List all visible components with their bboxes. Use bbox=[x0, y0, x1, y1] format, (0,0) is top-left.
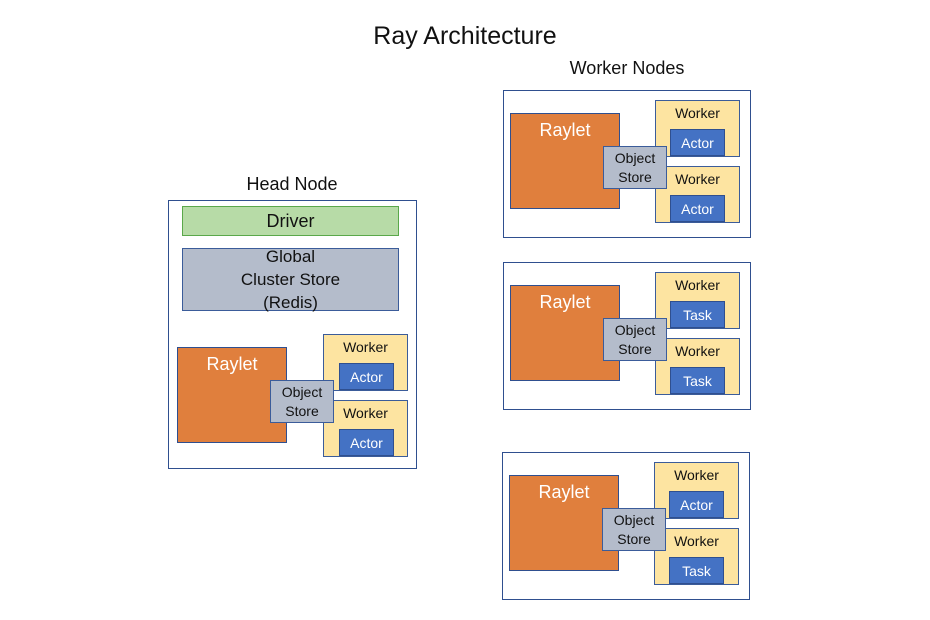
head-raylet-box: Raylet bbox=[177, 347, 287, 443]
worker-node-2-worker-1-task: Task bbox=[670, 301, 725, 328]
driver-box: Driver bbox=[182, 206, 399, 236]
head-worker-2-actor: Actor bbox=[339, 429, 394, 456]
worker-node-3-worker-2-task: Task bbox=[669, 557, 724, 584]
object-store-line-2: Store bbox=[285, 402, 319, 419]
gcs-line-1: Global bbox=[265, 247, 316, 266]
object-store-line-1: Object bbox=[613, 511, 655, 528]
worker-node-2-raylet: Raylet bbox=[510, 285, 620, 381]
worker-node-3-worker-2: Worker bbox=[654, 528, 739, 585]
worker-nodes-label: Worker Nodes bbox=[569, 58, 685, 78]
gcs-line-3: (Redis) bbox=[263, 293, 318, 312]
worker-label: Worker bbox=[675, 171, 720, 187]
head-worker-1-actor: Actor bbox=[339, 363, 394, 390]
global-cluster-store-box: Global Cluster Store (Redis) bbox=[182, 247, 399, 312]
object-store-line-2: Store bbox=[618, 340, 652, 357]
worker-node-1-raylet: Raylet bbox=[510, 113, 620, 209]
worker-label: Worker bbox=[674, 533, 719, 549]
object-store-line-1: Object bbox=[614, 149, 656, 166]
gcs-line-2: Cluster Store bbox=[240, 270, 341, 289]
worker-label: Worker bbox=[674, 467, 719, 483]
worker-node-1-object-store: Object Store bbox=[603, 146, 667, 189]
worker-label: Worker bbox=[675, 277, 720, 293]
head-node-label: Head Node bbox=[246, 174, 338, 194]
worker-node-2-object-store: Object Store bbox=[603, 318, 667, 361]
object-store-line-2: Store bbox=[618, 168, 652, 185]
worker-node-3-raylet: Raylet bbox=[509, 475, 619, 571]
worker-node-1-worker-2-actor: Actor bbox=[670, 195, 725, 222]
worker-label: Worker bbox=[675, 105, 720, 121]
worker-label: Worker bbox=[675, 343, 720, 359]
worker-node-3-object-store: Object Store bbox=[602, 508, 666, 551]
worker-node-1-worker-1-actor: Actor bbox=[670, 129, 725, 156]
worker-node-3-worker-1-actor: Actor bbox=[669, 491, 724, 518]
worker-label: Worker bbox=[343, 339, 388, 355]
worker-label: Worker bbox=[343, 405, 388, 421]
object-store-line-1: Object bbox=[614, 321, 656, 338]
object-store-line-1: Object bbox=[281, 383, 323, 400]
worker-node-2-worker-2-task: Task bbox=[670, 367, 725, 394]
head-object-store: Object Store bbox=[270, 380, 334, 423]
diagram-title: Ray Architecture bbox=[373, 22, 557, 50]
object-store-line-2: Store bbox=[617, 530, 651, 547]
